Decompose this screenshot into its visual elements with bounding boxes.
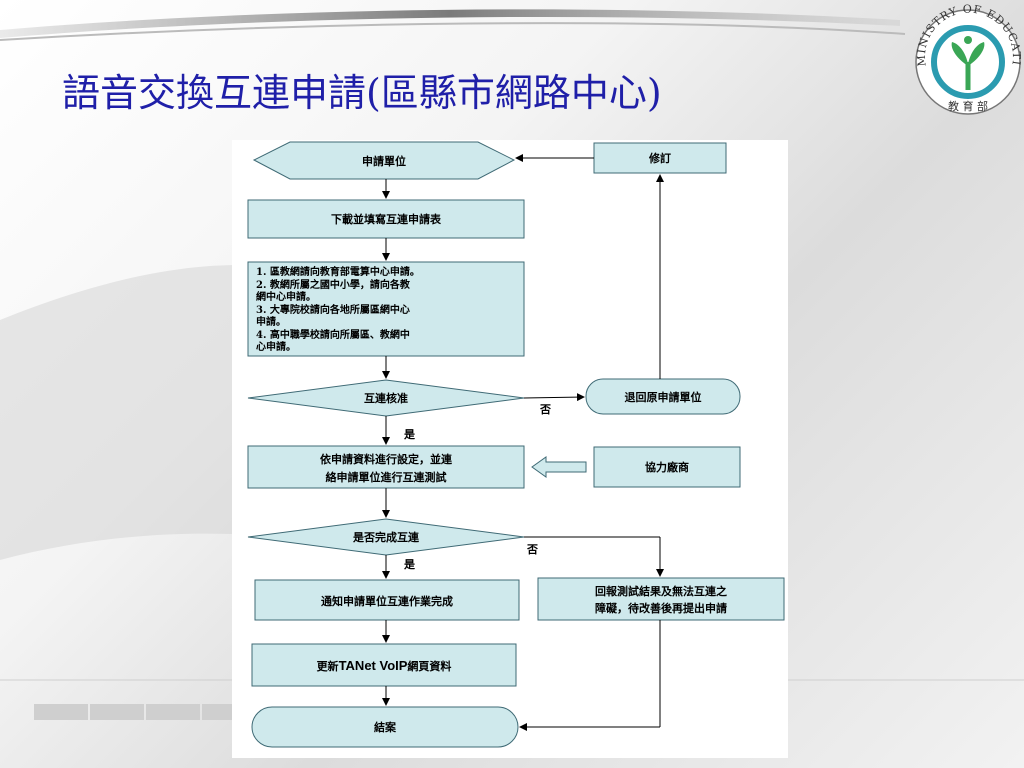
close-node	[251, 706, 519, 748]
configure-node	[247, 445, 525, 489]
notify-label: 通知申請單位互連作業完成	[321, 594, 453, 608]
slide-title: 語音交換互連申請(區縣市網路中心)	[62, 71, 662, 115]
vendor-label: 協力廠商	[645, 460, 689, 474]
footer-block	[146, 704, 200, 720]
instruction-line: 心申請。	[256, 340, 296, 353]
vendor-node	[593, 446, 741, 488]
return-label: 退回原申請單位	[625, 390, 702, 404]
notify-node	[254, 579, 520, 621]
close-label: 結案	[374, 720, 397, 734]
report-label-2: 障礙，待改善後再提出申請	[595, 601, 727, 615]
revise-label: 修訂	[648, 151, 671, 165]
instruction-line: 申請。	[256, 315, 286, 328]
completed-label: 是否完成互連	[352, 530, 420, 544]
yes-label-2: 是	[403, 558, 416, 571]
return-node	[585, 378, 741, 415]
instruction-line: 2. 教網所屬之國中小學，請向各教	[256, 278, 411, 291]
configure-label-2: 絡申請單位進行互連測試	[326, 470, 447, 484]
instruction-line: 網中心申請。	[256, 290, 316, 303]
configure-label-1: 依申請資料進行設定，並連	[320, 452, 453, 466]
vendor-arrow	[531, 456, 587, 478]
yes-label-1: 是	[403, 428, 416, 441]
apply-unit-label: 申請單位	[362, 154, 406, 168]
update-label: 更新TANet VoIP網頁資料	[317, 658, 452, 673]
apply-unit-node	[252, 141, 516, 180]
report-label-1: 回報測試結果及無法互連之	[595, 584, 727, 598]
footer-block	[90, 704, 144, 720]
instruction-line: 4. 高中職學校請向所屬區、教網中	[256, 328, 410, 341]
instruction-line: 3. 大專院校請向各地所屬區網中心	[256, 303, 410, 316]
no-label-1: 否	[539, 403, 551, 416]
download-form-node	[247, 199, 525, 239]
footer-block	[202, 704, 232, 720]
footer-block	[34, 704, 88, 720]
approve-label: 互連核准	[364, 391, 408, 405]
update-node	[251, 643, 517, 687]
tanet-voip-text: TANet VoIP	[339, 658, 408, 673]
report-node	[537, 577, 785, 621]
download-form-label: 下載並填寫互連申請表	[331, 212, 442, 226]
no-label-2: 否	[526, 543, 538, 556]
logo-bottom-text: 教 育 部	[948, 99, 988, 113]
instruction-line: 1. 區教網請向教育部電算中心申請。	[256, 265, 420, 278]
instructions-node	[247, 261, 525, 357]
revise-node	[593, 142, 727, 174]
ministry-of-education-logo: MINISTRY OF EDUCATION 教 育 部	[908, 0, 1022, 115]
